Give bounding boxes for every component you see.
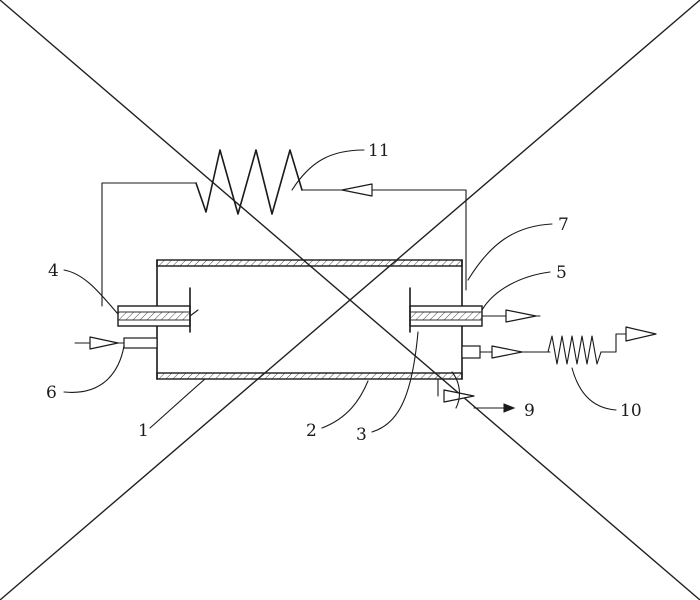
inlet-6-nozzle — [123, 337, 158, 349]
loop-left-leg — [101, 182, 197, 307]
coil-10 — [547, 335, 602, 365]
label-6: 6 — [46, 383, 57, 403]
outlet-10-nozzle — [461, 345, 481, 359]
leader-lines — [63, 149, 617, 433]
loop-right-leg — [301, 189, 467, 265]
right-lower-outlet — [461, 326, 657, 365]
loop-arrow — [341, 183, 373, 197]
outlet-10-arrow — [491, 345, 523, 359]
recirculation-loop — [101, 149, 467, 307]
coil-10-exit-arrow — [625, 326, 657, 342]
drain-hook — [451, 371, 461, 409]
label-9: 9 — [524, 401, 535, 421]
drain — [437, 371, 516, 413]
vessel-bottom-wall — [156, 372, 463, 380]
label-4: 4 — [48, 261, 59, 281]
label-2: 2 — [306, 421, 317, 441]
right-pipe-inner — [409, 311, 483, 321]
label-11: 11 — [368, 141, 390, 161]
drain-arrow-solid — [503, 403, 516, 413]
leader-11 — [291, 149, 365, 191]
left-lower-inlet — [74, 336, 158, 350]
vessel-top-wall — [156, 259, 463, 267]
leader-7 — [467, 223, 553, 281]
right-outlet-arrow — [505, 309, 537, 323]
label-3: 3 — [356, 425, 367, 445]
leader-4 — [63, 269, 119, 315]
leader-2 — [321, 380, 369, 429]
left-pipe — [117, 287, 199, 333]
leader-10 — [571, 367, 617, 411]
leader-6 — [63, 345, 125, 393]
left-pipe-inner — [117, 311, 191, 321]
label-7: 7 — [558, 215, 569, 235]
coil-11 — [195, 149, 303, 215]
label-5: 5 — [556, 263, 567, 283]
leader-3 — [371, 331, 419, 433]
label-1: 1 — [138, 421, 149, 441]
right-pipe — [409, 287, 541, 333]
leader-5 — [481, 271, 551, 311]
inlet-6-arrow — [89, 336, 119, 350]
reference-labels: 1 2 3 4 5 6 7 9 10 11 — [46, 141, 642, 445]
left-pipe-tip — [189, 309, 199, 317]
label-10: 10 — [620, 401, 642, 421]
vessel-body — [156, 259, 463, 380]
leader-1 — [149, 378, 206, 429]
